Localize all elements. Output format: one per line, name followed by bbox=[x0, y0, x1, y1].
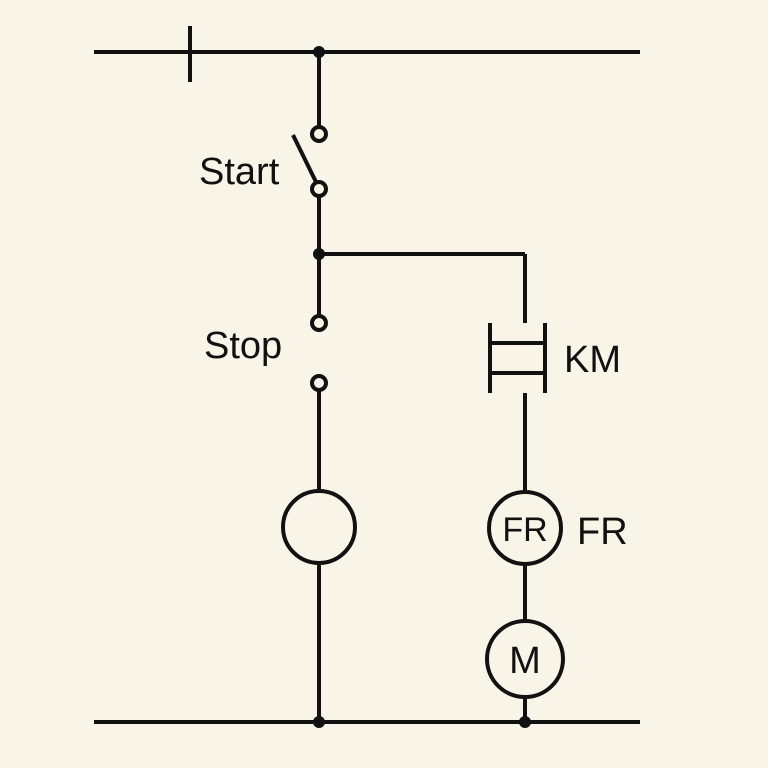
junction-bottom-right bbox=[519, 716, 531, 728]
junction-bottom-left bbox=[313, 716, 325, 728]
start-contact-top-terminal bbox=[310, 125, 328, 143]
fr-label: FR bbox=[577, 511, 628, 553]
junction-top-rail bbox=[313, 46, 325, 58]
motor-symbol-text: M bbox=[509, 640, 541, 682]
motor-symbol bbox=[485, 619, 565, 699]
km-label: KM bbox=[564, 339, 621, 381]
stop-label: Stop bbox=[204, 325, 282, 367]
junction-branch bbox=[313, 248, 325, 260]
start-label: Start bbox=[199, 151, 280, 193]
fr-relay-symbol bbox=[487, 490, 563, 566]
fr-symbol-text: FR bbox=[502, 511, 547, 549]
contactor-coil bbox=[281, 489, 357, 565]
stop-contact-top-terminal bbox=[310, 314, 328, 332]
start-contact-bottom-terminal bbox=[310, 180, 328, 198]
start-switch-blade bbox=[291, 134, 318, 183]
stop-contact-bottom-terminal bbox=[310, 374, 328, 392]
